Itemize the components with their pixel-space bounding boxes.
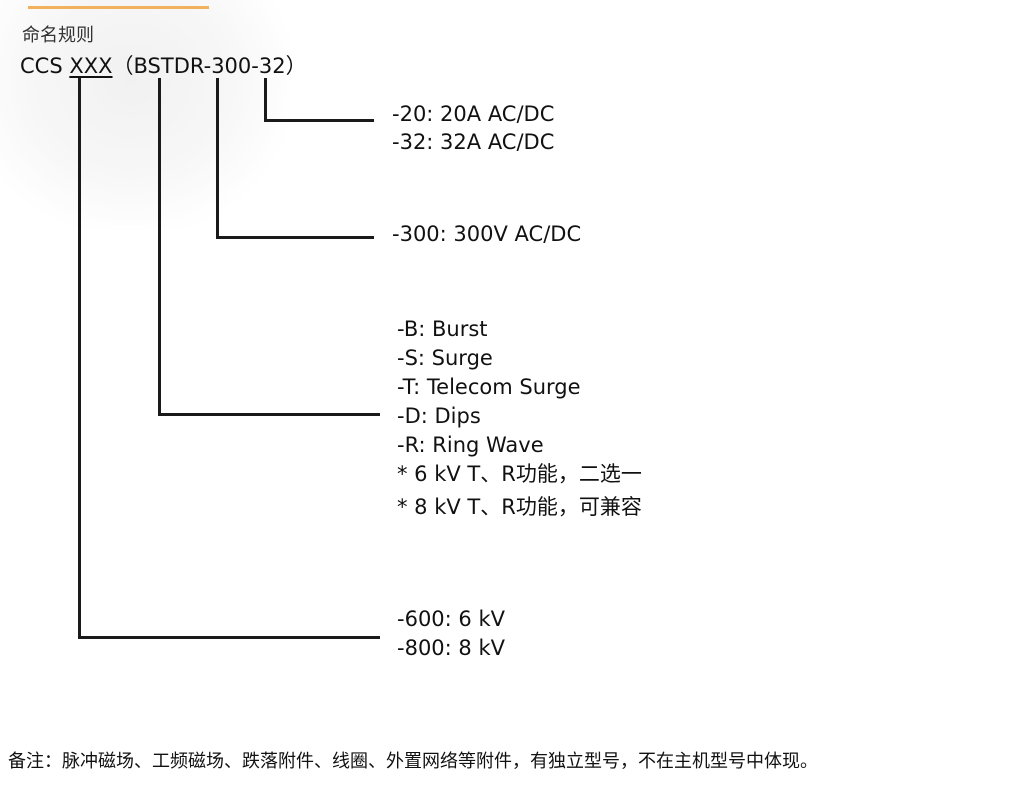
model-suffix: （BSTDR-300-32） (112, 54, 307, 78)
connector-voltage-horizontal (216, 236, 374, 239)
model-prefix: CCS (20, 54, 70, 78)
connector-series-vertical (78, 78, 81, 639)
option-voltage-300: -300: 300V AC/DC (392, 222, 582, 246)
option-current-20: -20: 20A AC/DC (392, 102, 555, 126)
model-series: XXX (69, 54, 113, 78)
model-code: CCS XXX（BSTDR-300-32） (20, 50, 307, 80)
option-test-burst: -B: Burst (397, 317, 488, 341)
section-heading: 命名规则 (22, 25, 94, 46)
option-test-telecom-surge: -T: Telecom Surge (397, 375, 581, 399)
option-series-800: -800: 8 kV (397, 636, 505, 660)
heading-accent-line (28, 6, 209, 9)
connector-series-horizontal (78, 636, 380, 639)
current-options: -20: 20A AC/DC -32: 32A AC/DC (392, 100, 554, 156)
option-current-32: -32: 32A AC/DC (392, 130, 555, 154)
option-test-ring-wave: -R: Ring Wave (397, 433, 544, 457)
connector-tests-vertical (158, 78, 161, 416)
option-series-600: -600: 6 kV (397, 607, 505, 631)
connector-current-horizontal (264, 119, 374, 122)
test-options: -B: Burst -S: Surge -T: Telecom Surge -D… (397, 315, 642, 522)
option-test-dips: -D: Dips (397, 404, 481, 428)
voltage-options: -300: 300V AC/DC (392, 220, 581, 249)
note-6kv: * 6 kV T、R功能，二选一 (397, 462, 642, 486)
option-test-surge: -S: Surge (397, 346, 493, 370)
connector-current-vertical (264, 78, 267, 122)
series-options: -600: 6 kV -800: 8 kV (397, 605, 505, 663)
connector-tests-horizontal (158, 413, 380, 416)
remark-note: 备注：脉冲磁场、工频磁场、跌落附件、线圈、外置网络等附件，有独立型号，不在主机型… (8, 751, 818, 772)
connector-voltage-vertical (216, 78, 219, 239)
note-8kv: * 8 kV T、R功能，可兼容 (397, 495, 642, 519)
background-shade (0, 0, 290, 230)
